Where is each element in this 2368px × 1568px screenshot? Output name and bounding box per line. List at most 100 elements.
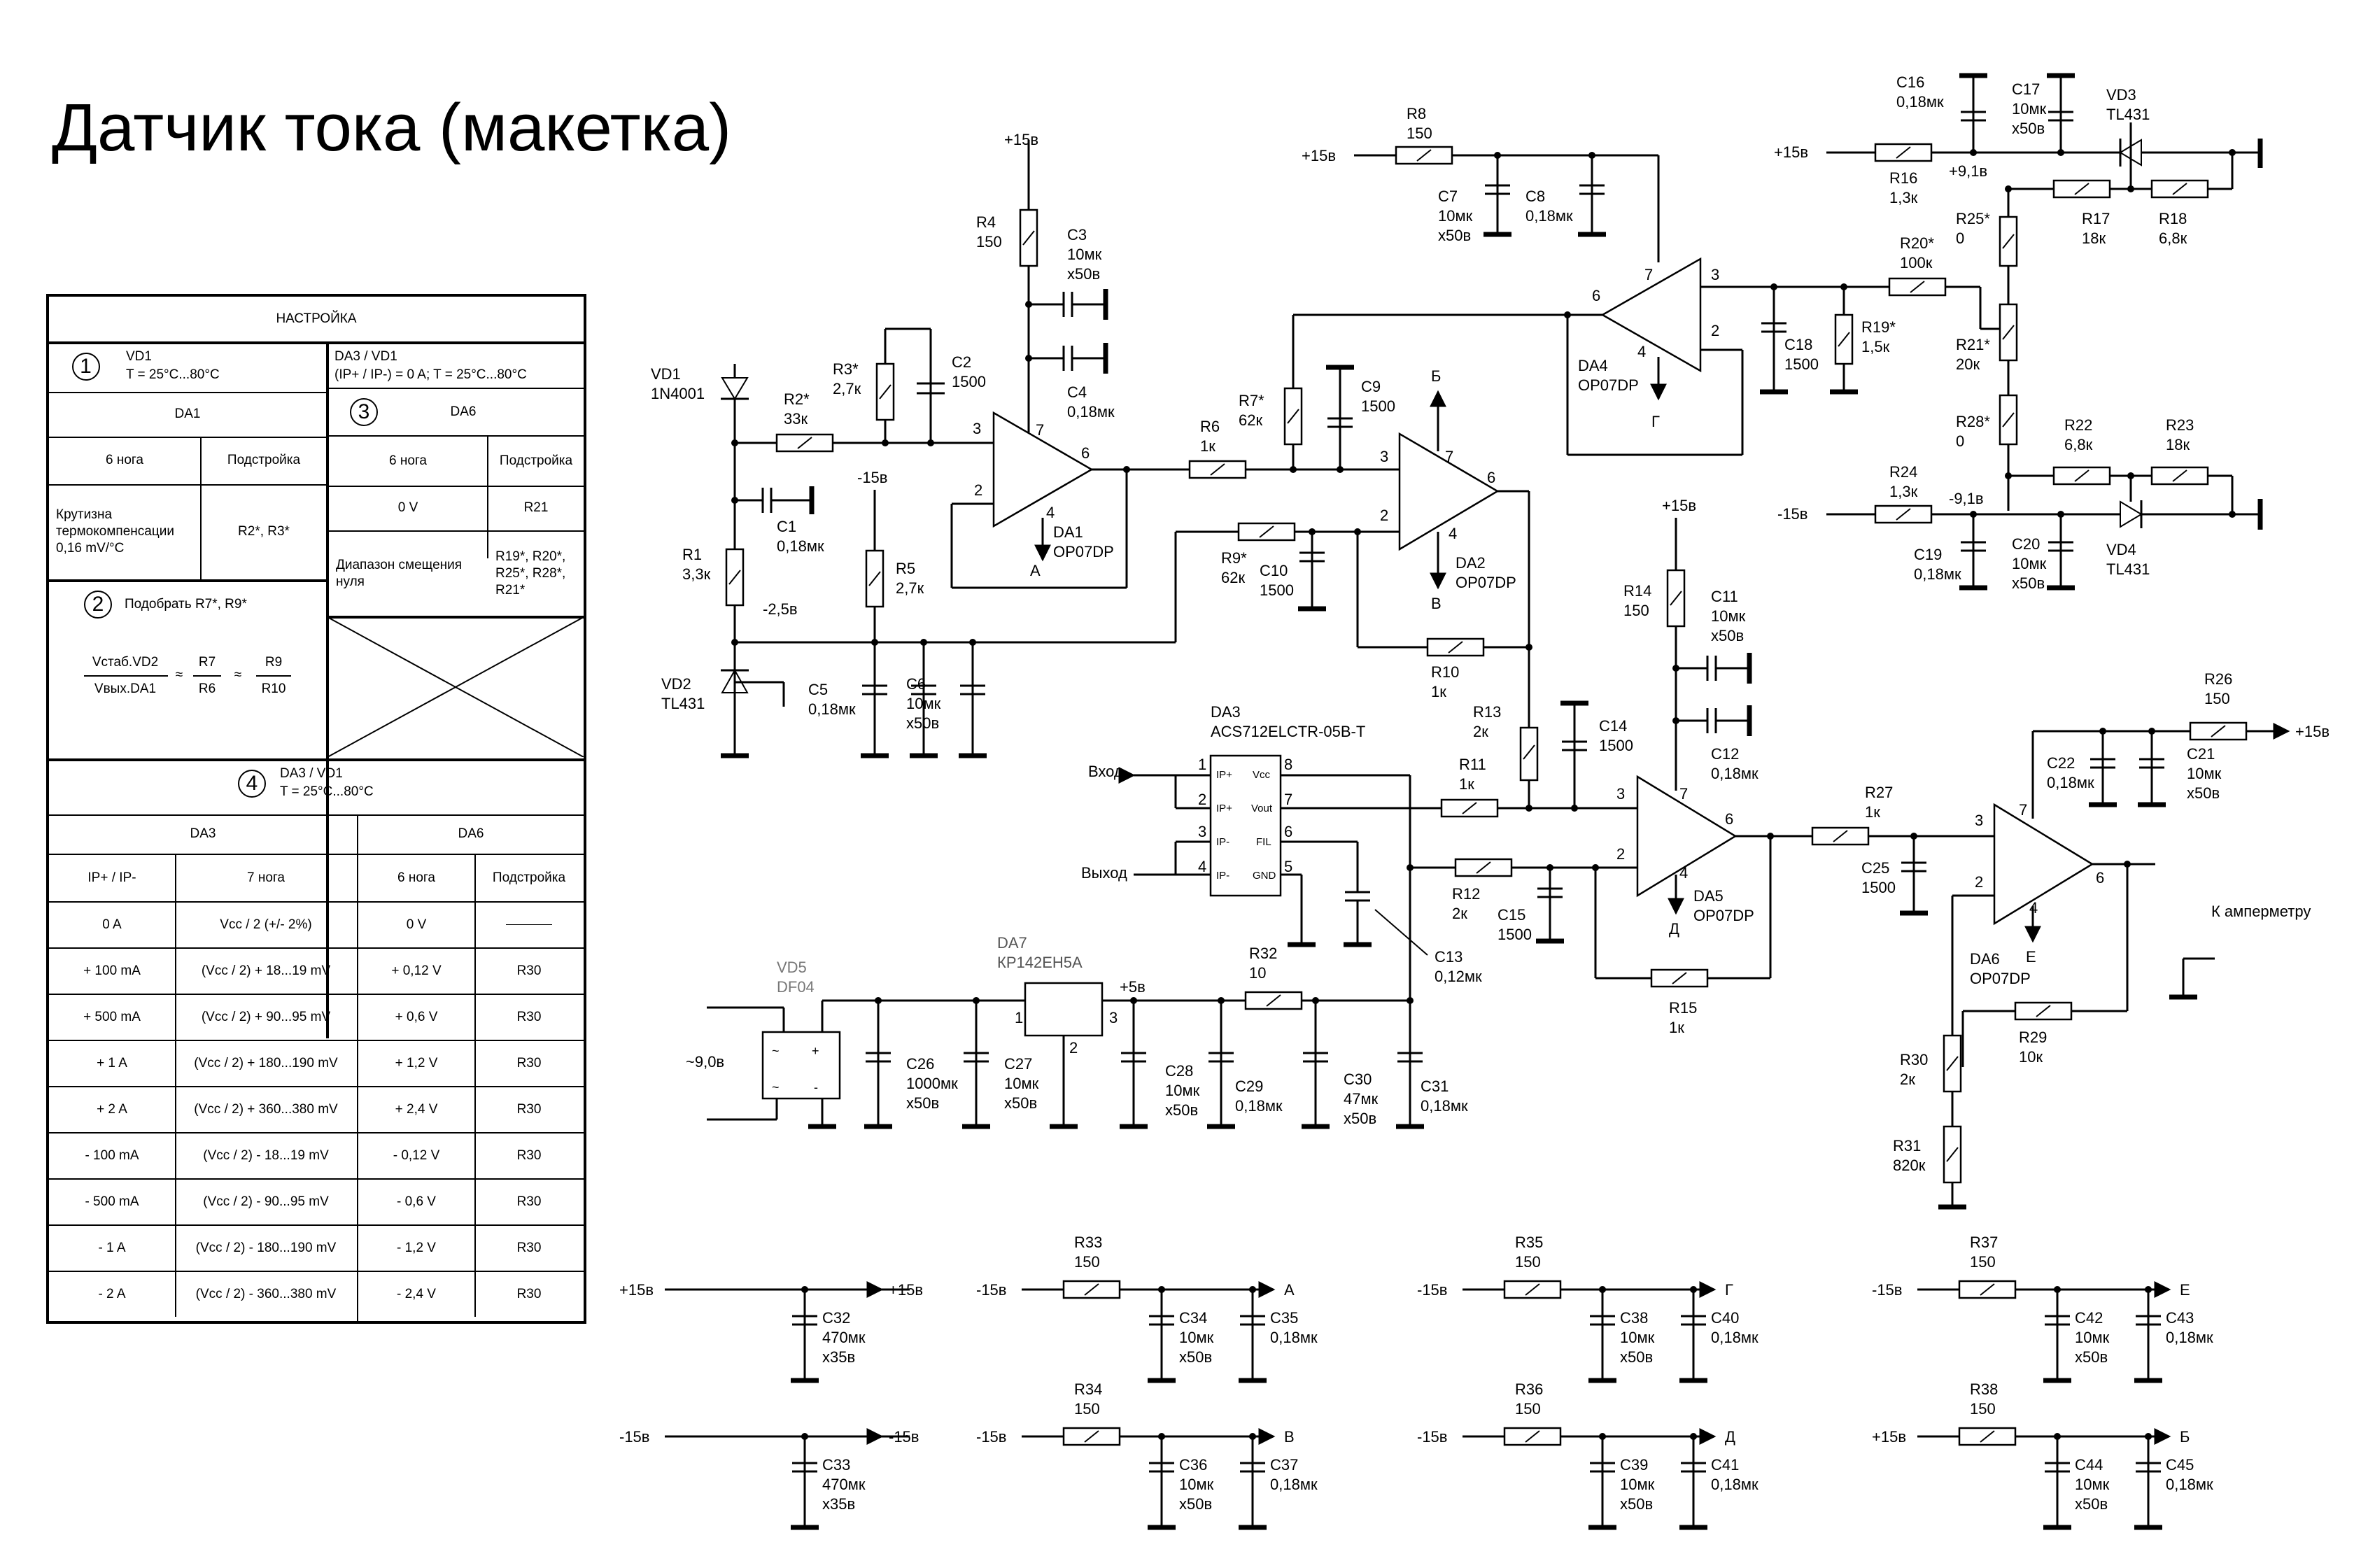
- c19-value: 0,18мк: [1914, 565, 1961, 583]
- s4-cell: R30: [516, 1148, 542, 1164]
- filter-c1-label: C44: [2075, 1456, 2103, 1474]
- s2-approx-1: ≈: [175, 668, 183, 683]
- svg-text:7: 7: [1679, 785, 1688, 803]
- s4-cell: - 1 A: [98, 1241, 126, 1256]
- r5-label: R5: [896, 560, 915, 577]
- section-3-number: 3: [343, 390, 385, 434]
- svg-text:4: 4: [1637, 343, 1646, 360]
- r31-value: 820к: [1893, 1157, 1926, 1174]
- svg-text:FIL: FIL: [1256, 836, 1271, 848]
- svg-text:GND: GND: [1253, 870, 1276, 882]
- c8-label: C8: [1525, 188, 1545, 205]
- filter-c1-value-1: 10мк: [1620, 1476, 1655, 1493]
- svg-text:7: 7: [1284, 791, 1292, 808]
- section-1-number: 1: [49, 346, 122, 388]
- svg-text:3: 3: [973, 420, 981, 437]
- svg-text:1: 1: [1015, 1009, 1023, 1026]
- s4-cell: R30: [516, 1194, 542, 1210]
- r21-value: 20к: [1956, 355, 1980, 373]
- filter-c2-value: 0,18мк: [1711, 1476, 1759, 1493]
- da5-value: OP07DP: [1693, 907, 1754, 924]
- c30-value-2: х50в: [1344, 1110, 1376, 1127]
- s4-cell: - 1,2 V: [397, 1241, 436, 1256]
- c16-label: C16: [1896, 73, 1924, 91]
- filter-in: +15в: [619, 1281, 654, 1299]
- filter-in: -15в: [976, 1281, 1006, 1299]
- c2-value: 1500: [952, 373, 986, 390]
- b-net: Б: [1431, 367, 1441, 385]
- svg-text:6: 6: [1284, 823, 1292, 840]
- filter-c2-value: 0,18мк: [2166, 1476, 2213, 1493]
- da7-value: КР142ЕН5А: [997, 954, 1083, 971]
- da3-chip: [1209, 754, 1282, 897]
- da4-opamp: [1600, 257, 1702, 373]
- filter-r-label: R38: [1970, 1380, 1998, 1398]
- s4-da3: DA3: [190, 826, 216, 842]
- svg-text:3: 3: [1109, 1009, 1118, 1026]
- r32-value: 10: [1249, 964, 1266, 982]
- r2-label: R2*: [784, 390, 810, 408]
- filter-out: А: [1284, 1281, 1295, 1299]
- svg-text:2: 2: [1198, 791, 1206, 808]
- c26-value-1: 1000мк: [906, 1075, 958, 1092]
- s4-cell: - 0,6 V: [397, 1194, 436, 1210]
- svg-text:6: 6: [1487, 469, 1495, 486]
- s4-cell: R30: [516, 963, 542, 979]
- c30-label: C30: [1344, 1071, 1372, 1088]
- filter-r-label: R35: [1515, 1234, 1543, 1251]
- da7-regulator: [1024, 982, 1104, 1037]
- c22-label: C22: [2047, 754, 2075, 772]
- r1-label: R1: [682, 546, 702, 563]
- da7-label: DA7: [997, 934, 1027, 952]
- da6-opamp: [1993, 803, 2094, 926]
- filter-c1-value-1: 470мк: [822, 1329, 866, 1346]
- filter-c1-value-2: х50в: [2075, 1348, 2108, 1366]
- vd4-label: VD4: [2106, 541, 2136, 558]
- settings-header: НАСТРОЙКА: [276, 311, 357, 327]
- c16-value: 0,18мк: [1896, 93, 1944, 111]
- c7-value-2: х50в: [1438, 227, 1471, 244]
- vd3-zener: [2119, 122, 2260, 167]
- svg-text:6: 6: [1081, 444, 1090, 462]
- r8-value: 150: [1407, 125, 1432, 142]
- r10-value: 1к: [1431, 683, 1446, 700]
- c11-value-1: 10мк: [1711, 607, 1746, 625]
- s2-text: Подобрать R7*, R9*: [125, 597, 247, 612]
- p15c-label: +15в: [1774, 143, 1808, 161]
- s3-head: DA3 / VD1: [334, 349, 397, 365]
- filter-c1-value-2: х50в: [1620, 1495, 1653, 1513]
- s1-da1: DA1: [174, 407, 201, 422]
- s4-cell: (Vcc / 2) - 90...95 mV: [203, 1194, 329, 1210]
- r14-resistor: [1666, 569, 1686, 628]
- filter-r-value: 150: [1970, 1253, 1996, 1271]
- da2-label: DA2: [1456, 554, 1486, 572]
- r25-value: 0: [1956, 229, 1964, 247]
- filter-r-label: R33: [1074, 1234, 1102, 1251]
- vd2-zener: [721, 668, 785, 707]
- s3-r2-label: Диапазон смещения нуля: [336, 558, 463, 589]
- svg-text:6: 6: [2096, 869, 2104, 887]
- s1-vd1: VD1: [126, 349, 152, 365]
- s4-cell: Vcc / 2 (+/- 2%): [220, 917, 312, 933]
- svg-text:+: +: [812, 1044, 819, 1058]
- c20-label: C20: [2012, 535, 2040, 553]
- s4-cell: - 500 mA: [85, 1194, 139, 1210]
- filter-c2-value: 0,18мк: [1711, 1329, 1759, 1346]
- filter-r-label: R36: [1515, 1380, 1543, 1398]
- s4-cell: - 2 A: [98, 1287, 126, 1302]
- r23-value: 18к: [2166, 436, 2190, 453]
- power-filters: +15в+15вC32470мкх35в-15в-15вC33470мкх35в…: [619, 1234, 2213, 1530]
- r5-value: 2,7к: [896, 579, 924, 597]
- filter-out: -15в: [889, 1428, 919, 1446]
- filter-c2-label: C35: [1270, 1309, 1298, 1327]
- vd4-zener: [2120, 476, 2260, 528]
- r15-value: 1к: [1669, 1019, 1684, 1036]
- filter-in: -15в: [619, 1428, 649, 1446]
- svg-text:5: 5: [1284, 858, 1292, 875]
- filter-in: -15в: [1417, 1428, 1447, 1446]
- svg-text:2: 2: [1711, 322, 1719, 339]
- filter-c1-label: C38: [1620, 1309, 1648, 1327]
- s1-col-adj: Подстройка: [227, 453, 301, 468]
- r6-label: R6: [1200, 418, 1220, 435]
- r28-label: R28*: [1956, 413, 1990, 430]
